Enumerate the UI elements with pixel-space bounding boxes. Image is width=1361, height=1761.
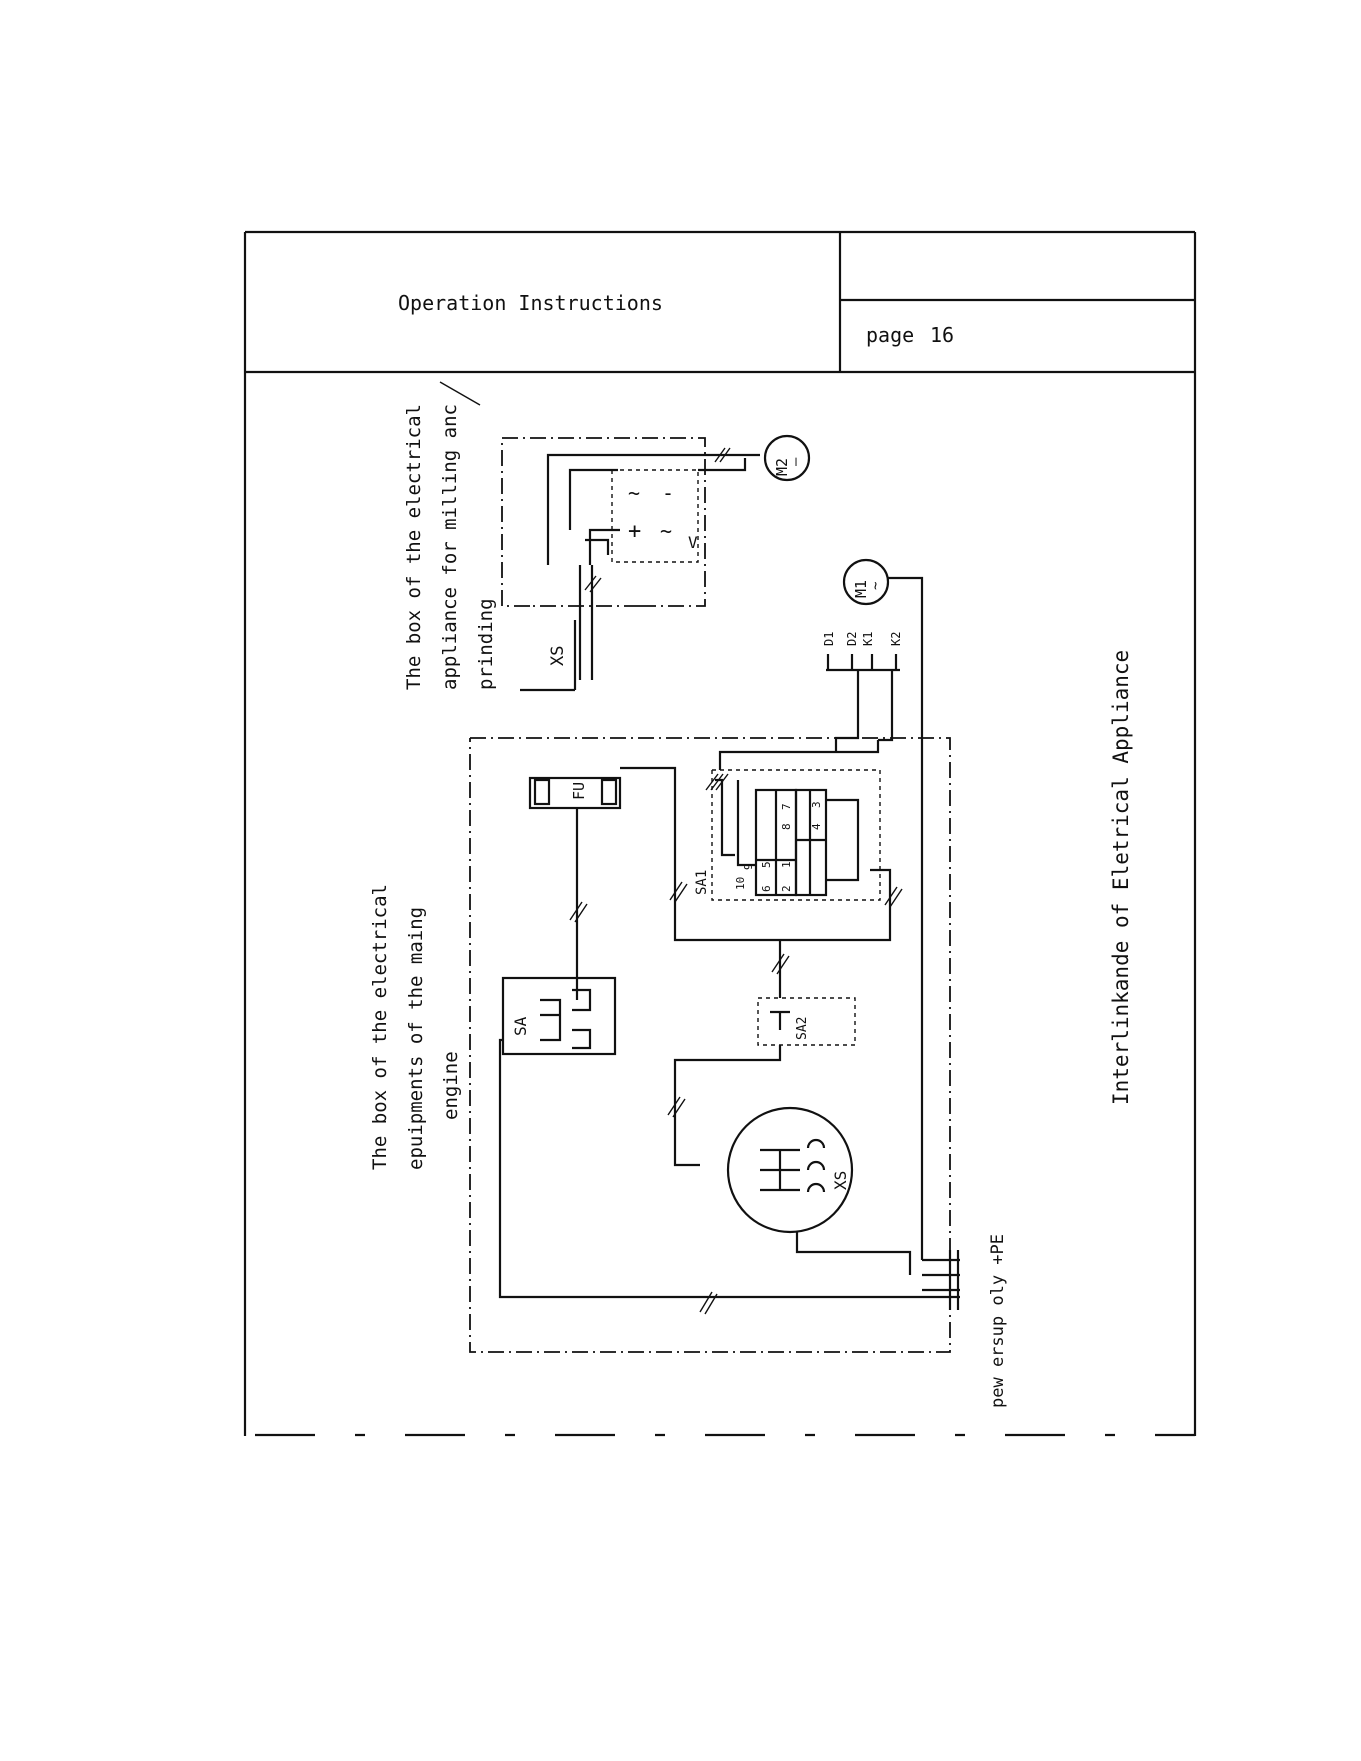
rectifier-ac1: ~ (628, 481, 640, 505)
sa1-contact-1: 1 (780, 861, 793, 868)
sa1-contact-8: 8 (780, 823, 793, 830)
socket-xs-label: XS (831, 1171, 850, 1190)
page-frame (245, 232, 1195, 1436)
page-number: 16 (930, 323, 954, 347)
motor-m1: M1 ~ (844, 560, 922, 1260)
sa1-contact-7: 7 (780, 803, 793, 810)
switch-sa2: SA2 (668, 940, 855, 1165)
sa1-contact-9: 9 (742, 863, 755, 870)
socket-xs-main: XS (728, 1108, 910, 1275)
switch-sa1: SA1 10 9 6 5 2 1 8 7 4 3 (670, 670, 902, 907)
sa1-contact-3: 3 (810, 801, 823, 808)
terminal-k1: K1 (861, 632, 875, 646)
motor-m2: M2 — (765, 436, 809, 480)
sa1-contact-10: 10 (734, 877, 747, 890)
rectifier-ac2: ~ (660, 519, 672, 543)
terminal-d2: D2 (845, 632, 859, 646)
power-supply-label: pew ersup oly +PE (988, 1234, 1008, 1408)
motor-m1-symbol: ~ (868, 582, 884, 590)
leader-line (440, 382, 480, 405)
terminal-k2: K2 (889, 632, 903, 646)
sa1-contact-5: 5 (760, 861, 773, 868)
rectifier-label: V (688, 533, 698, 552)
main-box-caption-3: engine (440, 1051, 462, 1120)
grinder-box-caption-3: prinding (475, 598, 497, 690)
terminal-block: D1 D2 K1 K2 (822, 632, 903, 740)
grinder-box: ~ - + ~ V XS (502, 438, 760, 690)
footer-caption: Interlinkande of Eletrical Appliance (1109, 650, 1133, 1105)
grinder-box-caption-2: appliance for milling anc (439, 404, 461, 690)
switch-sa2-label: SA2 (795, 1017, 810, 1040)
header-title: Operation Instructions (398, 291, 663, 315)
switch-sa: SA (500, 978, 960, 1297)
sa1-contact-2: 2 (780, 885, 793, 892)
rectifier-plus: + (628, 519, 641, 544)
main-box-caption-2: epuipments of the maing (405, 907, 427, 1170)
terminal-d1: D1 (822, 632, 836, 646)
switch-sa1-label: SA1 (694, 870, 710, 895)
main-box (470, 738, 950, 1352)
sa1-contact-6: 6 (760, 885, 773, 892)
grinder-socket-label: XS (548, 646, 568, 666)
page-label: page (866, 323, 914, 347)
main-box-caption-1: The box of the electrical (369, 884, 391, 1170)
grinder-box-caption-1: The box of the electrical (403, 404, 425, 690)
fuse-fu: FU (530, 768, 890, 1000)
switch-sa-label: SA (511, 1016, 530, 1036)
motor-m2-symbol: — (788, 457, 804, 466)
fuse-label: FU (570, 782, 588, 800)
rectifier-minus: - (662, 481, 674, 505)
sa1-contact-4: 4 (810, 823, 823, 830)
